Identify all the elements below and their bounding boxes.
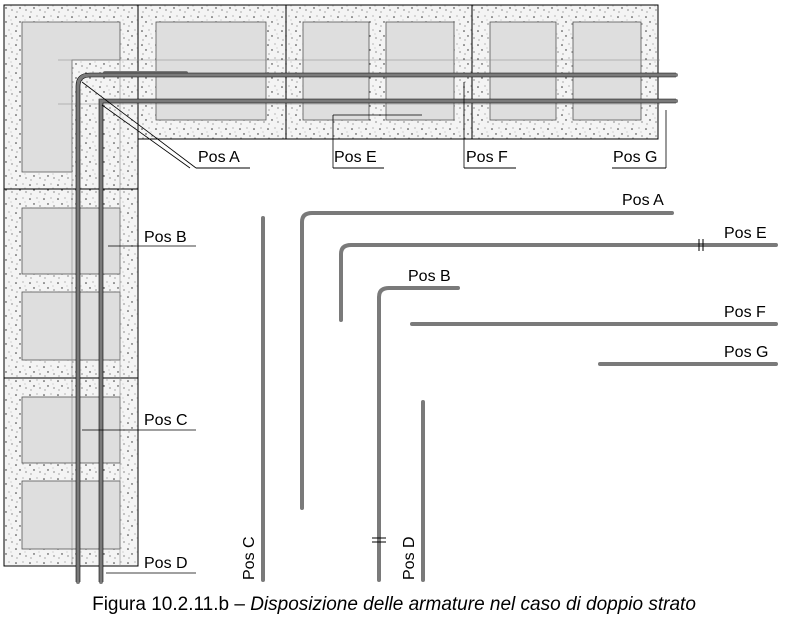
label-bar-a: Pos A (622, 192, 664, 209)
wall-rebars (76, 71, 678, 584)
figure-caption: Figura 10.2.11.b – Disposizione delle ar… (0, 594, 788, 616)
reinforcement-diagram: Pos A Pos E Pos F Pos G Pos B Pos C Pos … (3, 4, 778, 584)
label-pos-g-top: Pos G (613, 149, 657, 166)
left-block-1-void-a (21, 207, 121, 275)
left-labels: Pos B Pos C Pos D (82, 229, 196, 574)
top-block-3-void-b (572, 21, 642, 121)
guide-lines (58, 59, 660, 566)
top-block-3-void-a (489, 21, 557, 121)
bar-shape-e (339, 243, 778, 322)
bar-break-marks (372, 239, 704, 543)
label-pos-f-top: Pos F (466, 149, 508, 166)
label-bar-b: Pos B (408, 268, 451, 285)
label-bar-g: Pos G (724, 344, 768, 361)
label-bar-e: Pos E (724, 225, 767, 242)
top-block-2-void-b (385, 21, 455, 121)
label-bar-d: Pos D (401, 536, 418, 580)
top-labels: Pos A Pos E Pos F Pos G (81, 81, 667, 169)
label-pos-c-left: Pos C (144, 412, 188, 429)
bar-shape-b (377, 286, 460, 582)
label-pos-a-top: Pos A (198, 149, 240, 166)
label-bar-c: Pos C (241, 536, 258, 580)
label-bar-f: Pos F (724, 304, 766, 321)
label-pos-e-top: Pos E (334, 149, 377, 166)
wall-rebar-outline (75, 72, 676, 582)
wall-bar-inner (99, 99, 678, 584)
caption-number: Figura 10.2.11.b – (92, 594, 251, 615)
wall-bar-a (76, 73, 678, 584)
label-pos-d-left: Pos D (144, 555, 188, 572)
bar-shape-labels: Pos A Pos E Pos B Pos F Pos G Pos C Pos … (241, 192, 768, 580)
masonry-blocks (3, 4, 659, 567)
caption-text: Disposizione delle armature nel caso di … (250, 594, 696, 615)
top-block-2-void-a (302, 21, 370, 121)
left-block-1-void-b (21, 291, 121, 361)
bar-shape-a (300, 211, 674, 510)
bar-shapes (261, 211, 778, 582)
label-pos-b-left: Pos B (144, 229, 187, 246)
left-block-2-void-b (21, 480, 121, 550)
